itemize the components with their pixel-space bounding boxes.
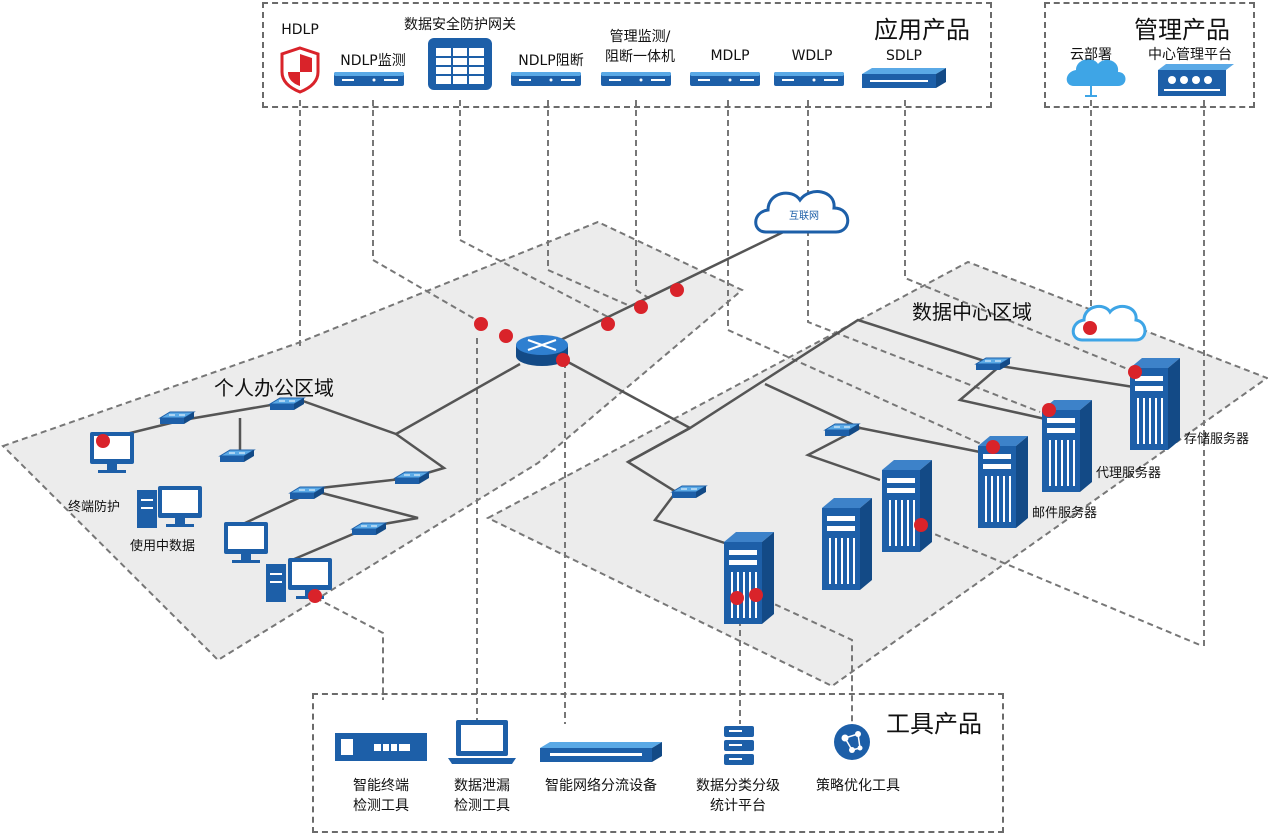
app-products-title: 应用产品	[874, 16, 970, 44]
server-icon	[881, 459, 933, 553]
desktop-pc-icon	[137, 486, 202, 528]
tool-label-terminal-line2: 检测工具	[353, 798, 409, 814]
product-label-ndlp-monitor: NDLP监测	[340, 53, 406, 69]
laptop-icon	[448, 720, 516, 764]
server-icon	[821, 497, 873, 591]
product-label-sdlp: SDLP	[886, 48, 922, 64]
mgmt-products-box	[1044, 2, 1255, 108]
office-zone-plane	[1, 220, 744, 662]
datacenter-zone-plane	[485, 260, 1268, 688]
dashed-connectors	[299, 100, 1205, 724]
product-label-hdlp: HDLP	[281, 22, 319, 38]
monitor-dot	[1083, 321, 1097, 335]
server-stack-icon	[724, 726, 754, 765]
storage-server-label: 存储服务器	[1184, 432, 1250, 447]
monitor-dot	[914, 518, 928, 532]
monitor-dot	[308, 589, 322, 603]
monitor-dot	[634, 300, 648, 314]
monitor-dot	[1042, 403, 1056, 417]
gateway-icon	[428, 38, 492, 90]
mail-server-icon	[977, 435, 1029, 529]
tool-products-title: 工具产品	[886, 710, 982, 738]
app-products-box	[262, 2, 992, 108]
monitor-dot	[670, 283, 684, 297]
tool-label-classification-line2: 统计平台	[710, 798, 766, 814]
management-platform-icon	[1158, 64, 1234, 96]
cloud-deploy-icon	[1066, 59, 1126, 97]
monitor-dot	[499, 329, 513, 343]
endpoint-protection-label: 终端防护	[68, 500, 121, 515]
monitor-dot	[474, 317, 488, 331]
terminal-tool-icon	[335, 733, 427, 761]
tool-label-traffic-splitter: 智能网络分流设备	[545, 778, 657, 794]
tool-label-leak-line2: 检测工具	[454, 798, 510, 814]
product-label-monitor-block-line1: 管理监测/	[609, 29, 671, 45]
monitor-dot	[749, 588, 763, 602]
workstation-icon	[266, 558, 332, 602]
tool-label-classification-line1: 数据分类分级	[696, 778, 780, 794]
mgmt-products-title: 管理产品	[1134, 16, 1230, 44]
rack-device-icon	[540, 742, 662, 762]
monitor-dot	[556, 353, 570, 367]
tool-label-terminal-line1: 智能终端	[353, 778, 409, 794]
product-label-ndlp-block: NDLP阻断	[518, 53, 584, 69]
tool-label-leak-line1: 数据泄漏	[454, 778, 510, 794]
product-label-wdlp: WDLP	[791, 48, 833, 64]
core-router-icon	[516, 335, 568, 366]
mail-server-label: 邮件服务器	[1032, 506, 1098, 521]
network-nodes-icon	[834, 724, 870, 760]
monitor-points	[96, 283, 1142, 605]
tool-label-policy-optimizer: 策略优化工具	[816, 778, 900, 794]
appliance-icon	[862, 68, 946, 88]
internet-cloud-icon	[754, 190, 850, 234]
network-links	[117, 220, 1141, 562]
product-label-management-platform: 中心管理平台	[1148, 47, 1232, 63]
monitor-dot	[1128, 365, 1142, 379]
product-label-cloud-deploy: 云部署	[1070, 47, 1112, 63]
datacenter-zone-label: 数据中心区域	[912, 300, 1032, 324]
office-zone-label: 个人办公区域	[214, 376, 334, 400]
monitor-dot	[730, 591, 744, 605]
internet-label: 互联网	[789, 210, 819, 222]
monitor-dot	[601, 317, 615, 331]
server-icon	[723, 531, 775, 625]
shield-icon	[280, 46, 320, 94]
monitor-dot	[986, 440, 1000, 454]
proxy-server-label: 代理服务器	[1096, 466, 1162, 481]
product-label-monitor-block-line2: 阻断一体机	[605, 49, 675, 65]
monitor-dot	[96, 434, 110, 448]
tool-products-box	[312, 693, 1004, 833]
product-label-mdlp: MDLP	[710, 48, 750, 64]
data-in-use-label: 使用中数据	[130, 539, 196, 554]
product-label-gateway: 数据安全防护网关	[404, 17, 516, 33]
